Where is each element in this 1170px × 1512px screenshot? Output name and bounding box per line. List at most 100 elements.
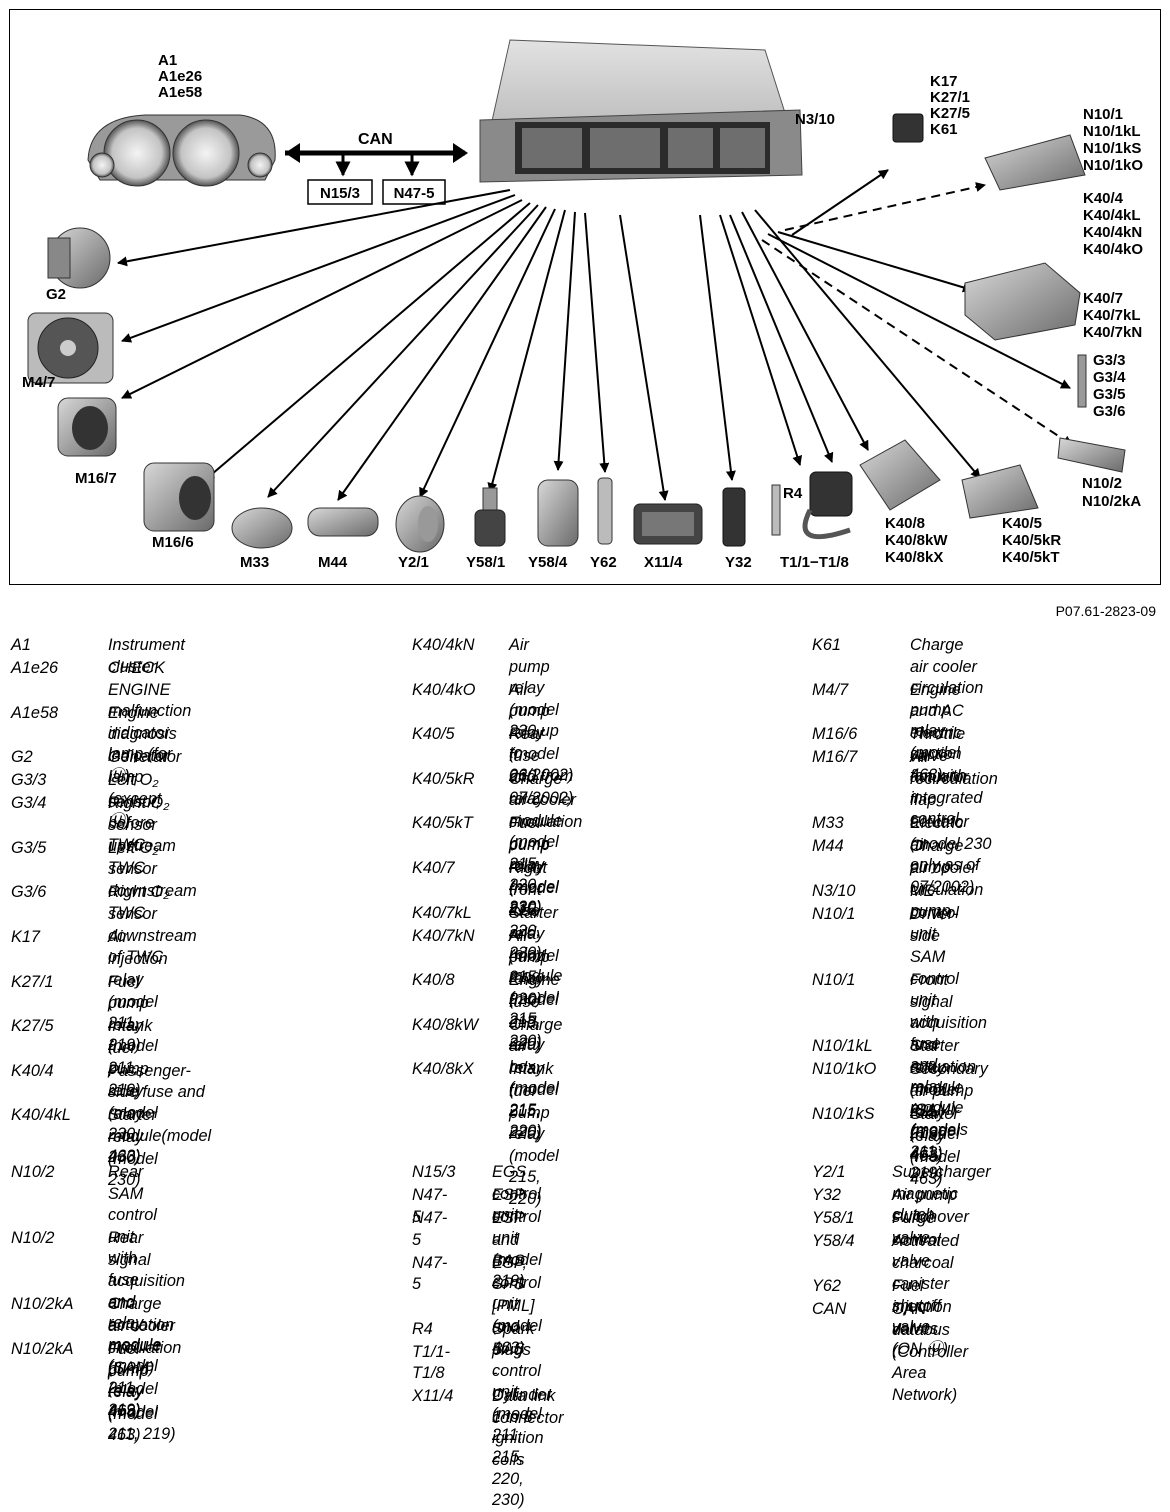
instrument-cluster-image: [87, 114, 276, 187]
legend-description: Charge air cooler circulation pump relay…: [509, 769, 583, 918]
component-images: [27, 113, 1126, 553]
legend-description: Air pump switchover valve: [892, 1186, 969, 1248]
legend-code: N10/2: [11, 1163, 55, 1181]
signal-line: [761, 239, 1073, 446]
legend-code: N47-5: [412, 1253, 448, 1294]
front-fuse-module-image: [964, 262, 1081, 341]
signal-line: [791, 169, 889, 236]
legend-description: Left O₂ sensor, before TWC: [108, 771, 161, 854]
component-label-y32: Y32: [725, 554, 752, 571]
magnetic-clutch-image: [395, 495, 445, 553]
legend-description: Instrument cluster: [108, 636, 185, 676]
signal-line: [699, 214, 736, 481]
legend-description: Starter relay (model 211, 219): [910, 1037, 960, 1142]
legend-code: K40/8kX: [412, 1060, 474, 1079]
legend-code: G2: [11, 748, 33, 767]
legend-description: Engine and AC electric suction fan with …: [910, 680, 983, 829]
legend-description: Air pump relay (model 215, 220): [509, 926, 559, 1053]
legend-code: K27/5: [11, 1017, 54, 1036]
legend-code: N10/2: [11, 1229, 55, 1248]
legend-description: Rear SAM control unit with fuse and rela…: [108, 1163, 162, 1419]
signal-lines: [117, 169, 1073, 501]
can-label: CAN: [358, 131, 393, 148]
spark-plug-image: [771, 484, 781, 536]
figure-reference: P07.61-2823-09: [1055, 603, 1156, 619]
legend-code: N10/1: [812, 971, 856, 990]
can-node-n15-3-box: [307, 179, 373, 205]
legend-description: Engine fuse and relay box (model 215, 22…: [509, 971, 560, 1141]
legend-code: Y2/1: [812, 1163, 846, 1181]
legend-description: Starter relay (model 230): [108, 1106, 158, 1190]
can-bus: [285, 143, 468, 177]
switchover-valve-image: [722, 487, 746, 547]
purge-valve-image: [474, 487, 506, 547]
legend-code: N47-5: [412, 1186, 448, 1226]
legend-code: A1e58: [11, 703, 59, 722]
legend-description: Fuel pump relay (model 211, 219): [108, 972, 158, 1099]
legend-code: R4: [412, 1319, 433, 1338]
legend-code: Y62: [812, 1276, 841, 1295]
charcoal-canister-valve-image: [537, 479, 579, 547]
legend-description: Activated charcoal canister shutoff valv…: [892, 1232, 959, 1358]
legend-code: K40/7kN: [412, 926, 475, 945]
legend-description: Throttle valve actuator: [910, 725, 969, 787]
legend-code: X11/4: [412, 1387, 454, 1406]
legend-description: Left O₂ sensor downstream TWC: [108, 838, 197, 922]
legend-description: Right front fuse and relay module (model…: [509, 859, 563, 1050]
legend-description: Engine diagnosis indicator lamp (except …: [108, 703, 177, 830]
rear-sam-image: [1057, 437, 1126, 473]
legend-code: T1/1- T1/8: [412, 1342, 451, 1383]
legend-code: Y58/4: [812, 1232, 855, 1250]
charge-air-pump-image: [307, 507, 379, 537]
legend-code: N10/1kL: [812, 1037, 873, 1056]
legend-description: ME control unit: [910, 882, 959, 944]
legend-code: N47-5: [412, 1209, 448, 1249]
legend-code: M16/7: [812, 748, 858, 767]
legend-code: CAN: [812, 1299, 847, 1318]
legend-code: N15/3: [412, 1163, 456, 1181]
component-label-y62: Y62: [590, 554, 617, 571]
air-recirculation-flap-actuator-image: [57, 397, 117, 457]
legend-code: A1e26: [11, 659, 59, 677]
legend-description: CAN databus (Controller Area Network): [892, 1299, 969, 1404]
legend-code: G3/5: [11, 838, 47, 857]
legend-description: Starter relay (model 463): [910, 1105, 960, 1188]
legend-code: K17: [11, 928, 40, 946]
legend-code: M16/6: [812, 725, 858, 744]
injection-valve-image: [597, 477, 613, 545]
legend-description: Right O₂ sensor upstream TWC: [108, 794, 176, 877]
component-label-r4: R4: [783, 485, 803, 502]
legend-description: Supercharger magnetic clutch: [892, 1163, 991, 1225]
legend-description: Fuel pump relay (model 463): [108, 1340, 158, 1445]
component-label-m166: M16/6: [152, 534, 194, 551]
legend-description: Air injection relay (model 211, 219): [108, 928, 168, 1054]
legend-description: Air pump relay (model 230 up to 06/2002): [509, 636, 574, 784]
legend-code: G3/3: [11, 771, 47, 790]
engine-fuse-box-image: [859, 439, 941, 511]
legend-description: Passenger-side fuse and relay module(mod…: [108, 1061, 212, 1167]
legend-description: Secondary air pump relay (model 463): [910, 1060, 988, 1165]
can-node-n47-5: N47-5: [394, 185, 435, 202]
signal-line: [121, 194, 516, 343]
legend-code: M44: [812, 837, 844, 856]
legend-description: Charge air cooler circulation pump: [910, 837, 984, 921]
legend-code: M4/7: [812, 680, 849, 699]
signal-line: [337, 206, 547, 501]
legend-code: K40/5kT: [412, 814, 473, 833]
generator-image: [47, 227, 111, 289]
legend-code: N10/2kA: [11, 1295, 74, 1314]
legend-description: Data link connector: [492, 1387, 564, 1427]
component-label-y581: Y58/1: [466, 554, 505, 571]
legend-description: Charge air cooler circulation pump relay…: [910, 636, 984, 784]
diagram-canvas: N3/10 CAN N15/3 N47-5: [22, 39, 1143, 571]
signal-line: [741, 211, 869, 451]
rear-fuse-module-image: [961, 464, 1039, 519]
signal-line: [784, 182, 986, 231]
legend-code: K40/4kL: [11, 1106, 71, 1125]
signal-line: [419, 208, 556, 498]
